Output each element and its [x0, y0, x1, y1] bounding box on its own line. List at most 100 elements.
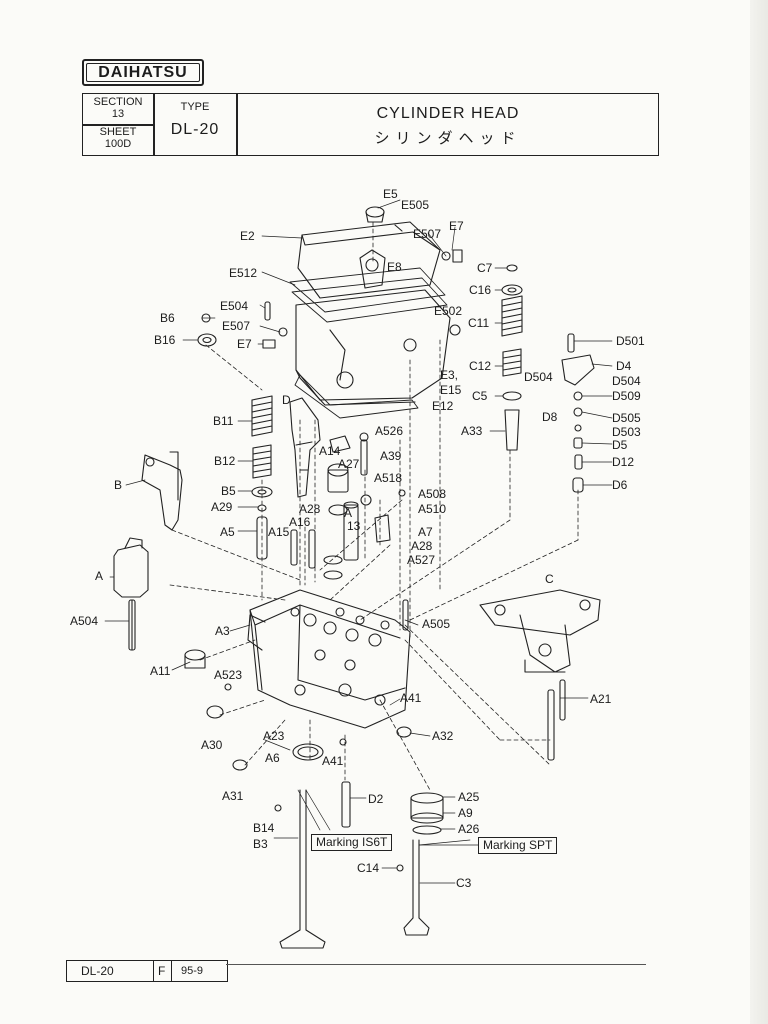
label-a: A: [95, 569, 104, 583]
label-c11: C11: [468, 316, 490, 330]
label-d4: D4: [616, 359, 632, 373]
label-d504a: D504: [524, 370, 553, 384]
title-block: SECTION 13 SHEET 100D TYPE DL-20 CYLINDE…: [82, 93, 659, 156]
section-value: 13: [111, 108, 125, 120]
label-a518: A518: [374, 471, 403, 485]
footer-box: DL-20 F 95-9: [66, 960, 228, 982]
divider: [153, 94, 155, 155]
label-a28b: A28: [411, 539, 433, 553]
footer-model: DL-20: [81, 964, 114, 978]
label-a3: A3: [215, 624, 230, 638]
assembly-lines: [169, 221, 579, 791]
spring-c11: [501, 295, 523, 337]
label-a31: A31: [222, 789, 244, 803]
label-d12: D12: [612, 455, 635, 469]
label-a29: A29: [211, 500, 233, 514]
label-b: B: [114, 478, 123, 492]
label-c: C: [545, 572, 554, 586]
label-d503: D503: [612, 425, 641, 439]
label-a41b: A41: [322, 754, 344, 768]
rocker-assembly: [479, 589, 601, 673]
label-a-letter: A: [344, 506, 353, 520]
label-b11: B11: [213, 414, 234, 428]
type-label: TYPE: [180, 101, 210, 113]
divider: [236, 94, 238, 155]
label-e8: E8: [387, 260, 402, 274]
label-d501: D501: [616, 334, 645, 348]
label-b14: B14: [253, 821, 275, 835]
label-a14: A14: [319, 444, 341, 458]
logo-frame: [86, 63, 200, 82]
label-a7: A7: [418, 525, 433, 539]
label-e2: E2: [240, 229, 255, 243]
label-b5: B5: [221, 484, 236, 498]
label-a32: A32: [432, 729, 454, 743]
title-japanese: シリンダヘッド: [374, 129, 522, 147]
label-a11: A11: [150, 664, 171, 678]
label-c5: C5: [472, 389, 488, 403]
label-a523: A523: [214, 668, 243, 682]
label-c3: C3: [456, 876, 472, 890]
label-a39: A39: [380, 449, 402, 463]
label-a13: 13: [347, 519, 361, 533]
brand-logo: DAIHATSU: [82, 59, 204, 86]
label-e502: E502: [434, 304, 463, 318]
label-e7b: E7: [237, 337, 252, 351]
label-a16: A16: [289, 515, 311, 529]
label-e507: E507: [413, 227, 442, 241]
label-d8: D8: [542, 410, 558, 424]
label-e507b: E507: [222, 319, 251, 333]
rocker-cover: [297, 221, 441, 299]
label-c16: C16: [469, 283, 492, 297]
label-a27: A27: [338, 457, 360, 471]
type-value: DL-20: [170, 121, 220, 138]
label-d509: D509: [612, 389, 641, 403]
label-a504: A504: [70, 614, 99, 628]
label-e512: E512: [229, 266, 258, 280]
label-a21: A21: [590, 692, 612, 706]
label-a15: A15: [268, 525, 290, 539]
label-b16: B16: [154, 333, 176, 347]
sheet-label: SHEET: [99, 126, 137, 138]
label-a526: A526: [375, 424, 404, 438]
label-c12: C12: [469, 359, 492, 373]
label-a9: A9: [458, 806, 473, 820]
label-e7: E7: [449, 219, 464, 233]
spring-b12: [252, 444, 272, 479]
label-b6: B6: [160, 311, 175, 325]
label-e504: E504: [220, 299, 249, 313]
leader-lines: [104, 199, 613, 884]
label-a510: A510: [418, 502, 447, 516]
footer-date: 95-9: [181, 965, 204, 977]
marking-is6t: Marking IS6T: [311, 834, 393, 851]
label-e12: E12: [432, 399, 454, 413]
cylinder-head: [247, 589, 411, 729]
spring-b11: [251, 395, 273, 437]
label-d5: D5: [612, 438, 628, 452]
label-d: D: [282, 393, 291, 407]
label-c7: C7: [477, 261, 493, 275]
label-a5: A5: [220, 525, 235, 539]
label-a508: A508: [418, 487, 447, 501]
label-b12: B12: [214, 454, 236, 468]
label-c14: C14: [357, 861, 380, 875]
footer-divider: [153, 961, 155, 981]
label-a6: A6: [265, 751, 280, 765]
label-a505: A505: [422, 617, 451, 631]
section-label: SECTION: [93, 96, 143, 108]
label-a41a: A41: [400, 691, 422, 705]
label-a33: A33: [461, 424, 483, 438]
label-d2: D2: [368, 792, 384, 806]
label-a25: A25: [458, 790, 480, 804]
label-a527: A527: [407, 553, 436, 567]
label-b3: B3: [253, 837, 268, 851]
marking-spt: Marking SPT: [478, 837, 558, 854]
label-d504b: D504: [612, 374, 641, 388]
label-a30: A30: [201, 738, 223, 752]
label-d6: D6: [612, 478, 628, 492]
divider: [83, 124, 153, 126]
footer-code: F: [158, 964, 166, 978]
label-a26: A26: [458, 822, 480, 836]
label-e505: E505: [401, 198, 430, 212]
